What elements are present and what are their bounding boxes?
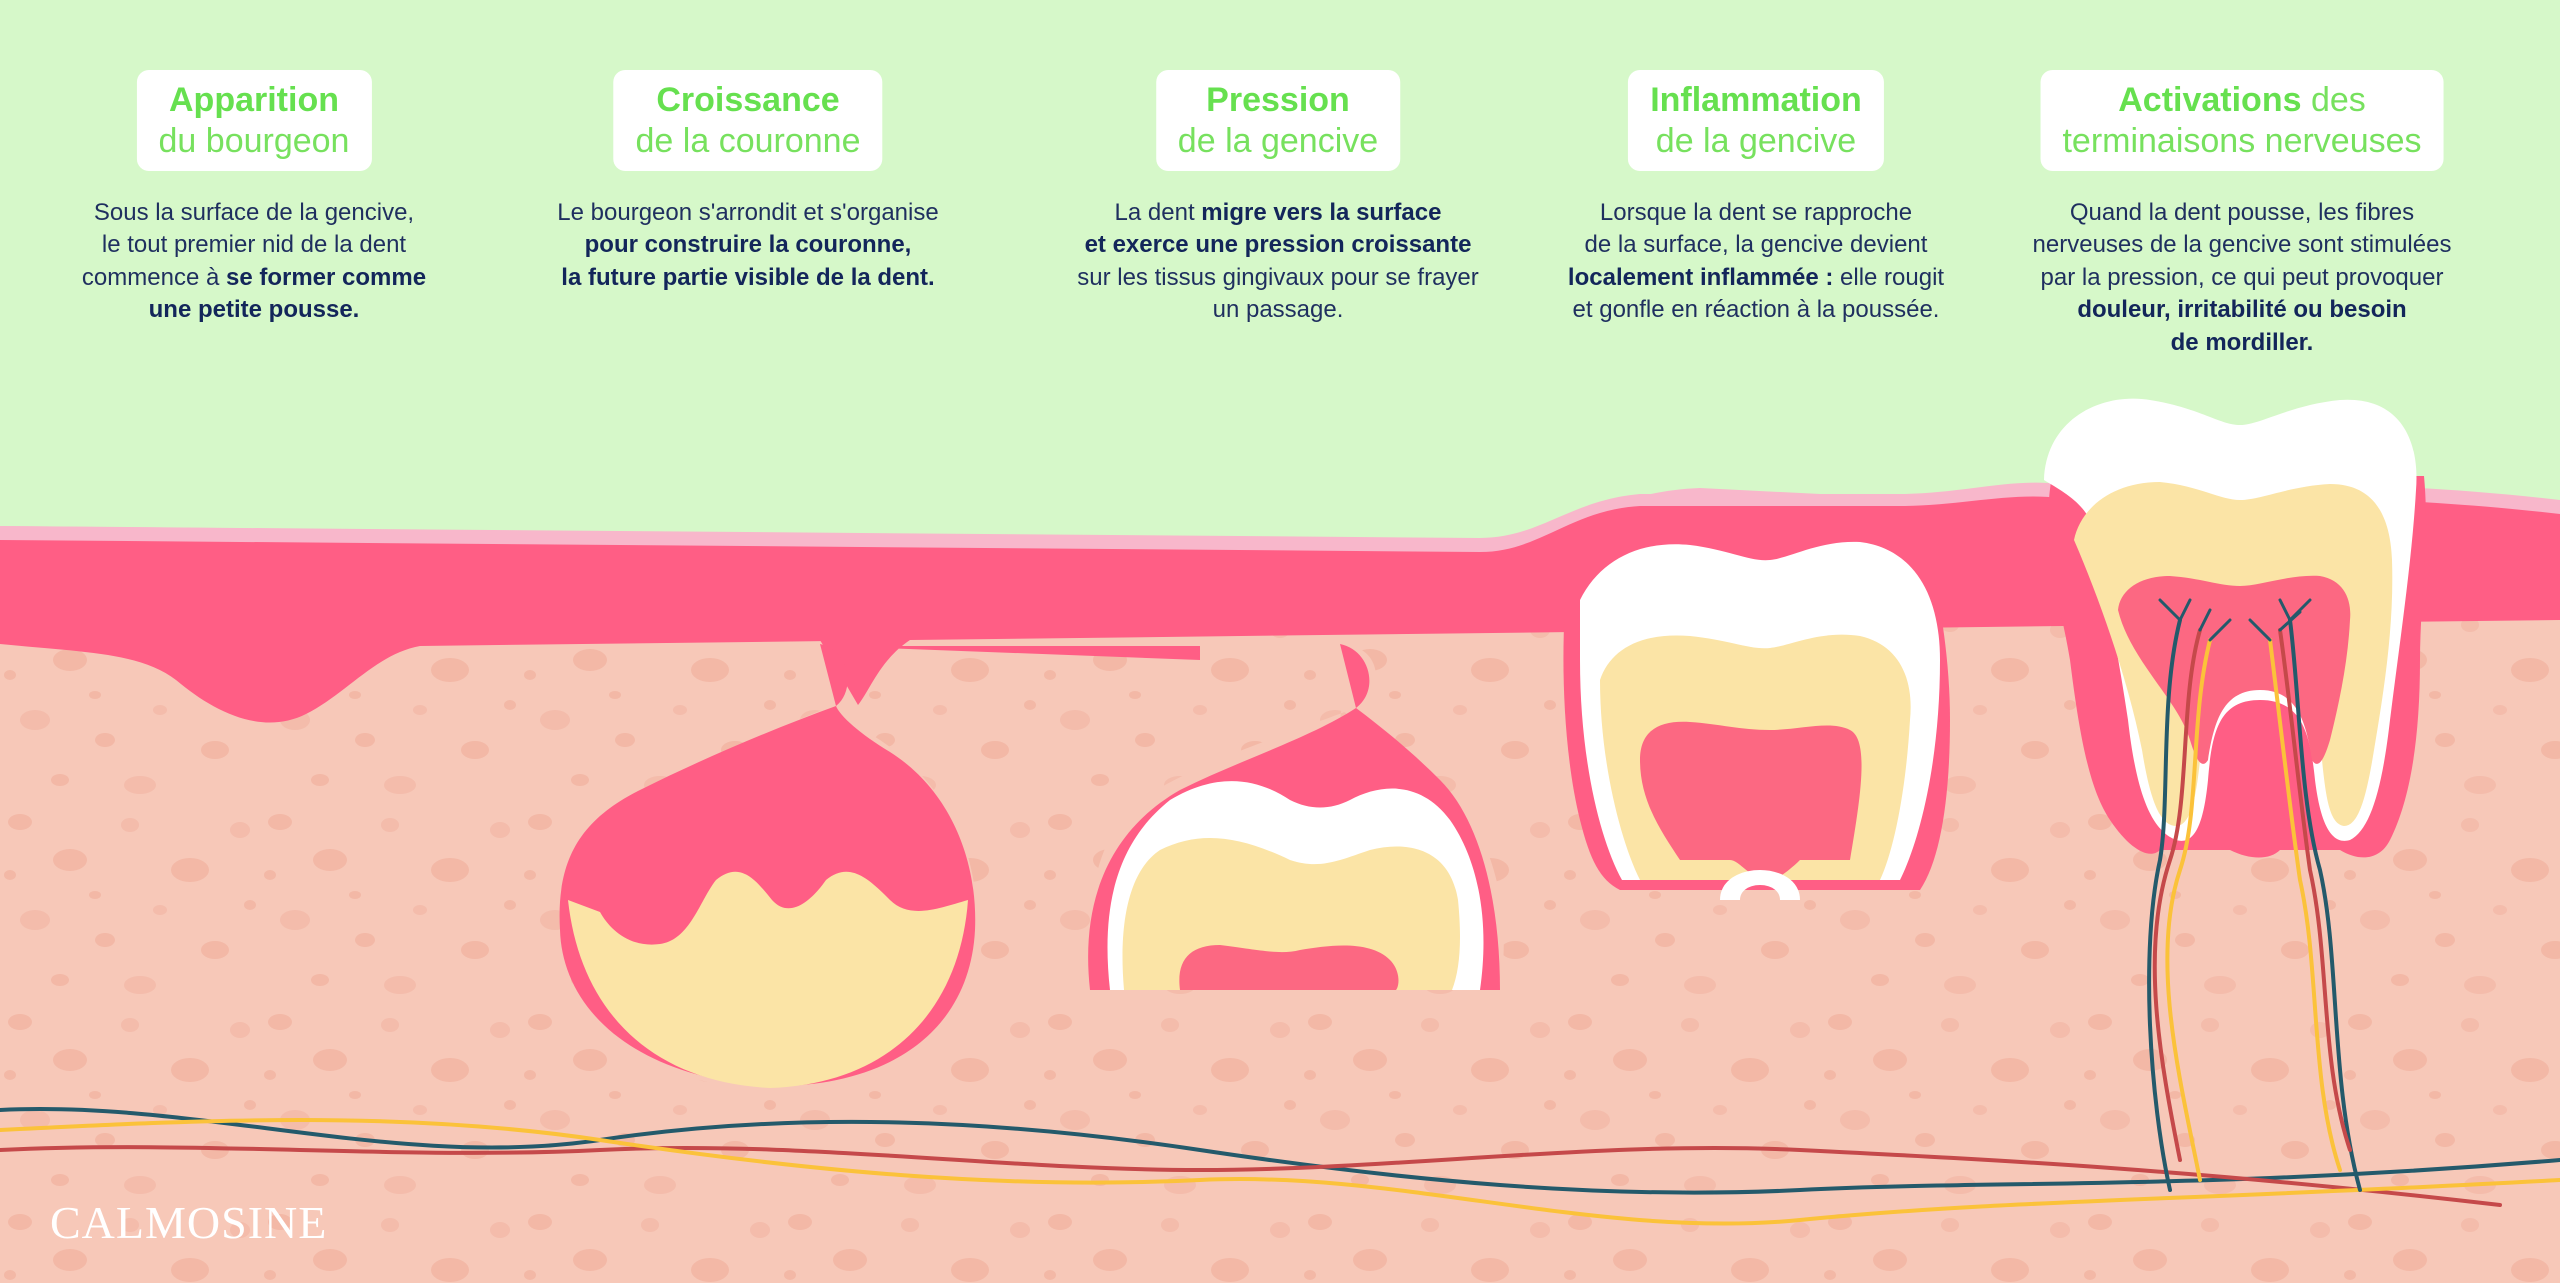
stage-5-title-light: terminaisons nerveuses: [2062, 122, 2422, 161]
description-line: Sous la surface de la gencive,: [82, 197, 426, 230]
nerve-red-right-rise: [2278, 628, 2352, 1152]
stage-4-description: Lorsque la dent se rapproche de la surfac…: [1568, 197, 1944, 327]
stage-1: Apparition du bourgeon Sous la surface d…: [82, 70, 426, 327]
description-line: la future partie visible de la dent.: [557, 262, 938, 295]
nerve-navy-left-rise: [2147, 618, 2182, 1192]
description-text: le tout premier nid de la dent: [101, 231, 407, 259]
description-text: commence à: [81, 263, 226, 291]
brand-logo: CALMOSINE: [50, 1197, 328, 1248]
stage-4-title-light: de la gencive: [1655, 122, 1857, 161]
stage-3-title-light: de la gencive: [1177, 122, 1379, 161]
description-text: Sous la surface de la gencive,: [93, 198, 415, 226]
stage-3-title-card: Pression de la gencive: [1155, 70, 1401, 171]
description-line: commence à se former comme: [82, 262, 426, 295]
stage-2-title-bold: Croissance: [656, 81, 840, 119]
description-line: nerveuses de la gencive sont stimulées: [2033, 229, 2452, 262]
nerve-yellow-left-rise: [2165, 638, 2212, 1182]
stage-5-title-bold: Activations: [2118, 81, 2302, 119]
description-text: Le bourgeon s'arrondit et s'organise: [557, 198, 939, 226]
stage-5-description: Quand la dent pousse, les fibres nerveuse…: [2033, 197, 2452, 360]
description-emphasis: la future partie visible de la dent.: [561, 263, 935, 291]
description-line: de mordiller.: [2033, 327, 2452, 360]
stage2-stalk-top: [820, 640, 1200, 705]
description-text: par la pression, ce qui peut provoquer: [2040, 263, 2444, 291]
stage3-pulp: [1179, 945, 1399, 990]
description-line: localement inflammée : elle rougit: [1568, 262, 1944, 295]
description-text: elle rougit: [1840, 263, 1945, 291]
description-emphasis: et exerce une pression croissante: [1084, 231, 1472, 259]
description-line: Le bourgeon s'arrondit et s'organise: [557, 197, 938, 230]
description-line: sur les tissus gingivaux pour se frayer: [1077, 262, 1479, 295]
description-line: un passage.: [1077, 294, 1479, 327]
stage-2-title-card: Croissance de la couronne: [613, 70, 883, 171]
description-text: de la surface, la gencive devient: [1584, 231, 1928, 259]
description-text: sur les tissus gingivaux pour se frayer: [1077, 263, 1479, 291]
description-line: douleur, irritabilité ou besoin: [2033, 294, 2452, 327]
nerve-yellow-right-rise: [2268, 638, 2342, 1172]
nerve-branch-right: [2248, 598, 2312, 642]
nerve-branch-left: [2158, 598, 2232, 642]
stage-4-title-bold: Inflammation: [1650, 81, 1862, 119]
stage4-pulp: [1640, 721, 1862, 880]
stage-5-title-first-line: Activations des: [2062, 80, 2421, 121]
stage-1-title-card: Apparition du bourgeon: [136, 70, 372, 171]
description-emphasis: se former comme: [225, 263, 427, 291]
stage-1-description: Sous la surface de la gencive, le tout pr…: [82, 197, 426, 327]
description-text: nerveuses de la gencive sont stimulées: [2032, 231, 2452, 259]
description-emphasis: localement inflammée :: [1567, 263, 1841, 291]
stage-5-title-suffix: des: [2301, 81, 2366, 119]
stage-5: Activations des terminaisons nerveuses Q…: [2033, 70, 2452, 360]
description-text: Lorsque la dent se rapproche: [1599, 198, 1913, 226]
description-line: et gonfle en réaction à la poussée.: [1568, 294, 1944, 327]
description-line: une petite pousse.: [82, 294, 426, 327]
description-line: le tout premier nid de la dent: [82, 229, 426, 262]
description-text: Quand la dent pousse, les fibres: [2069, 198, 2415, 226]
description-emphasis: de mordiller.: [2170, 328, 2314, 356]
description-text: et gonfle en réaction à la poussée.: [1572, 296, 1940, 324]
stage-2: Croissance de la couronne Le bourgeon s'…: [557, 70, 939, 295]
stage-1-title-bold: Apparition: [169, 81, 339, 119]
description-line: Lorsque la dent se rapproche: [1568, 197, 1944, 230]
stage-5-title-card: Activations des terminaisons nerveuses: [2040, 70, 2444, 171]
nerve-red-horizontal: [0, 1145, 2502, 1207]
stage-1-title-light: du bourgeon: [158, 122, 350, 161]
stage4-root-tip: [1720, 870, 1800, 900]
description-line: par la pression, ce qui peut provoquer: [2033, 262, 2452, 295]
stage-4: Inflammation de la gencive Lorsque la de…: [1568, 70, 1944, 327]
nerve-red-left-rise: [2152, 628, 2202, 1162]
nerve-yellow-horizontal: [0, 1118, 2560, 1226]
stage-3: Pression de la gencive La dent migre ver…: [1077, 70, 1479, 327]
stage-4-title-card: Inflammation de la gencive: [1628, 70, 1884, 171]
nerve-navy-horizontal: [0, 1107, 2560, 1195]
description-emphasis: migre vers la surface: [1201, 198, 1442, 226]
description-line: La dent migre vers la surface: [1077, 197, 1479, 230]
description-emphasis: douleur, irritabilité ou besoin: [2077, 296, 2407, 324]
stage-3-title-bold: Pression: [1206, 81, 1350, 119]
description-line: de la surface, la gencive devient: [1568, 229, 1944, 262]
stage-2-description: Le bourgeon s'arrondit et s'organise pour…: [557, 197, 938, 295]
description-line: Quand la dent pousse, les fibres: [2033, 197, 2452, 230]
nerve-navy-right-rise: [2288, 618, 2362, 1192]
description-emphasis: une petite pousse.: [148, 296, 360, 324]
description-line: et exerce une pression croissante: [1077, 229, 1479, 262]
description-emphasis: pour construire la couronne,: [584, 231, 912, 259]
description-text: un passage.: [1212, 296, 1344, 324]
description-text: La dent: [1114, 198, 1202, 226]
stage-2-title-light: de la couronne: [635, 122, 861, 161]
description-line: pour construire la couronne,: [557, 229, 938, 262]
stage2-crown-cap: [568, 871, 968, 1088]
